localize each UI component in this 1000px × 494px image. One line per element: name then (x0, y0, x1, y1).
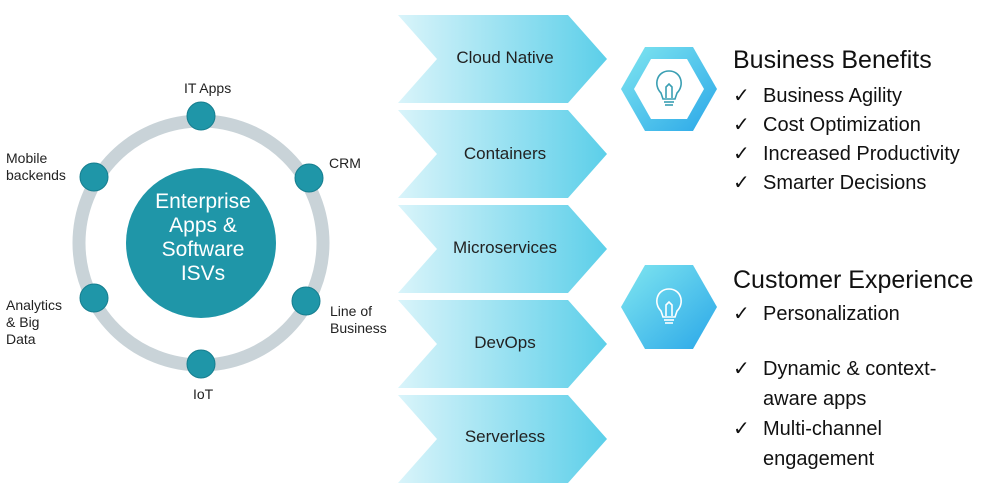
node-line-of-business (291, 286, 321, 316)
checkmark-icon: ✓ (733, 418, 750, 440)
chevron-devops (398, 300, 607, 388)
benefit-item: ✓ Multi-channel engagement (733, 392, 882, 474)
node-label-iot: IoT (193, 386, 214, 402)
benefit-text: Dynamic & context- aware apps (763, 358, 937, 410)
center-circle (126, 168, 276, 318)
chevron-label-cloud-native: Cloud Native (456, 48, 554, 67)
node-crm (294, 163, 324, 193)
node-it-apps (186, 101, 216, 131)
chevron-label-microservices: Microservices (453, 238, 557, 257)
chevron-cloud-native (398, 15, 607, 103)
benefit-text: Personalization (763, 303, 900, 325)
node-iot (186, 349, 216, 379)
benefit-item: ✓ Smarter Decisions (733, 171, 926, 196)
chevron-microservices (398, 205, 607, 293)
lightbulb-icon (656, 70, 682, 106)
benefit-item: ✓ Dynamic & context- aware apps (733, 332, 936, 414)
chevron-containers (398, 110, 607, 198)
benefit-item: ✓ Business Agility (733, 84, 902, 109)
benefit-item: ✓ Increased Productivity (733, 142, 960, 167)
node-analytics-big-data (79, 283, 109, 313)
chevron-label-serverless: Serverless (464, 427, 546, 446)
lightbulb-icon (656, 288, 682, 324)
chevron-label-containers: Containers (463, 144, 547, 163)
hexes-group (621, 47, 717, 349)
benefit-text: Multi-channel engagement (763, 418, 882, 470)
benefit-item: ✓ Cost Optimization (733, 113, 921, 138)
benefit-text: Increased Productivity (763, 143, 960, 165)
section-title-business-benefits: Business Benefits (733, 46, 932, 74)
benefit-text: Smarter Decisions (763, 172, 927, 194)
checkmark-icon: ✓ (733, 85, 750, 107)
benefit-item: ✓ Personalization (733, 302, 900, 327)
nodes-group (79, 101, 324, 379)
bulb-glass (656, 288, 682, 318)
bulb-filament (665, 300, 673, 316)
benefit-text: Cost Optimization (763, 114, 921, 136)
checkmark-icon: ✓ (733, 172, 750, 194)
node-label-it-apps: IT Apps (184, 80, 232, 96)
center-label: Enterprise Apps & Software ISVs (155, 190, 251, 285)
node-label-crm: CRM (329, 155, 361, 171)
checkmark-icon: ✓ (733, 303, 750, 325)
benefit-text: Business Agility (763, 85, 902, 107)
chevrons-group (398, 15, 607, 483)
bulb-filament (665, 82, 673, 98)
hexagon-badge (621, 265, 717, 349)
section-title-customer-experience: Customer Experience (733, 266, 974, 294)
node-label-line-of-business: Line of Business (330, 303, 387, 336)
node-mobile-backends (79, 162, 109, 192)
node-label-analytics-big-data: Analytics & Big Data (6, 297, 63, 347)
hexagon-inner (634, 59, 704, 119)
checkmark-icon: ✓ (733, 114, 750, 136)
chevron-label-devops: DevOps (474, 333, 536, 352)
node-label-mobile-backends: Mobile backends (6, 150, 66, 183)
bulb-glass (656, 70, 682, 100)
chevron-serverless (398, 395, 607, 483)
checkmark-icon: ✓ (733, 143, 750, 165)
checkmark-icon: ✓ (733, 358, 750, 380)
